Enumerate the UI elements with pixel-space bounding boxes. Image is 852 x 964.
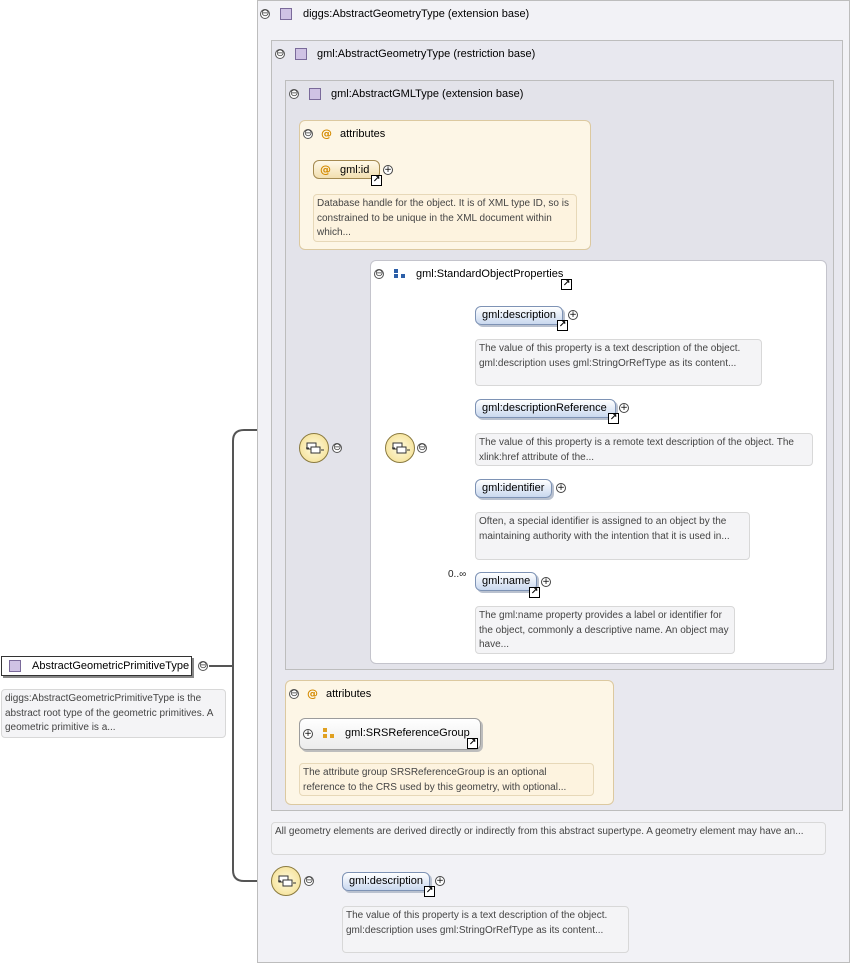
gml-id-reference-icon[interactable]: ↗ [371, 175, 382, 186]
doc-text: The attribute group SRSReferenceGroup is… [303, 767, 567, 793]
standard-group-collapse-icon[interactable]: ⊖ [374, 268, 384, 279]
gml-geometry-type-icon [295, 48, 307, 60]
description-documentation: The value of this property is a text des… [475, 339, 762, 386]
gml-id-documentation: Database handle for the object. It is of… [313, 194, 577, 242]
gml-gmltype-title: gml:AbstractGMLType (extension base) [331, 88, 524, 100]
gml-gmltype-type-icon [309, 88, 321, 100]
gml-id-name: gml:id [340, 164, 370, 176]
sequence-glyph [278, 875, 296, 887]
description-reference-ref-icon[interactable]: ↗ [608, 413, 619, 424]
sequence-glyph [306, 442, 324, 454]
gml-geometry-title: gml:AbstractGeometryType (restriction ba… [317, 48, 536, 60]
element-gml-identifier[interactable]: gml:identifier [475, 479, 552, 498]
element-name: gml:name [482, 575, 531, 587]
diggs-base-collapse-icon[interactable]: ⊖ [260, 8, 270, 19]
attribute-icon: @ [307, 687, 318, 700]
inner-sequence-collapse-icon[interactable]: ⊖ [417, 442, 427, 453]
description-reference-documentation: The value of this property is a remote t… [475, 433, 813, 466]
extension-description-documentation: The value of this property is a text des… [342, 906, 629, 953]
element-gml-description-reference[interactable]: gml:descriptionReference [475, 399, 616, 418]
srs-group-reference-icon[interactable]: ↗ [467, 738, 478, 749]
srs-group-expand-icon[interactable]: + [303, 729, 313, 739]
doc-text: Often, a special identifier is assigned … [479, 516, 730, 542]
name-reference-icon[interactable]: ↗ [529, 587, 540, 598]
gml-gmltype-collapse-icon[interactable]: ⊖ [289, 88, 299, 99]
gml-id-doc-text: Database handle for the object. It is of… [317, 198, 569, 238]
gml-id-expand-icon[interactable]: + [383, 165, 393, 175]
doc-text: The value of this property is a text des… [346, 910, 608, 936]
identifier-documentation: Often, a special identifier is assigned … [475, 512, 750, 560]
element-name: gml:identifier [482, 482, 545, 494]
element-gml-description[interactable]: gml:description [475, 306, 563, 325]
srs-group-name: gml:SRSReferenceGroup [345, 727, 470, 739]
root-type-box[interactable]: AbstractGeometricPrimitiveType [1, 656, 192, 676]
standard-group-name: gml:StandardObjectProperties [416, 268, 564, 280]
srs-group-documentation: The attribute group SRSReferenceGroup is… [299, 763, 594, 796]
element-name: gml:description [482, 309, 556, 321]
name-expand-icon[interactable]: + [541, 577, 551, 587]
description-reference-expand-icon[interactable]: + [619, 403, 629, 413]
gml-geometry-collapse-icon[interactable]: ⊖ [275, 48, 285, 59]
doc-text: The gml:name property provides a label o… [479, 610, 729, 650]
name-cardinality: 0..∞ [448, 569, 467, 580]
name-documentation: The gml:name property provides a label o… [475, 606, 735, 654]
geometry-type-documentation: All geometry elements are derived direct… [271, 822, 826, 855]
geometry-attributes-label: attributes [326, 688, 372, 700]
extension-description-expand-icon[interactable]: + [435, 876, 445, 886]
geometry-attributes-collapse-icon[interactable]: ⊖ [289, 688, 299, 699]
gml-id-attribute[interactable]: @ gml:id [313, 160, 380, 179]
sequence-glyph [392, 442, 410, 454]
srs-reference-group[interactable]: + gml:SRSReferenceGroup [299, 718, 481, 750]
attribute-icon: @ [320, 163, 331, 176]
extension-description-reference-icon[interactable]: ↗ [424, 886, 435, 897]
attribute-group-icon [323, 728, 334, 738]
group-icon [394, 269, 405, 278]
sequence-collapse-icon[interactable]: ⊖ [332, 442, 342, 453]
attribute-icon: @ [321, 127, 332, 140]
element-name: gml:descriptionReference [482, 402, 607, 414]
identifier-expand-icon[interactable]: + [556, 483, 566, 493]
inner-sequence-compositor-icon[interactable] [385, 433, 415, 463]
description-reference-icon[interactable]: ↗ [557, 320, 568, 331]
doc-text: The value of this property is a remote t… [479, 437, 794, 463]
element-name: gml:description [349, 875, 423, 887]
root-doc-text: diggs:AbstractGeometricPrimitiveType is … [5, 693, 213, 733]
extension-sequence-compositor-icon[interactable] [271, 866, 301, 896]
standard-group-reference-icon[interactable]: ↗ [561, 279, 572, 290]
root-collapse-icon[interactable]: ⊖ [198, 660, 208, 671]
gml-attributes-collapse-icon[interactable]: ⊖ [303, 128, 313, 139]
doc-text: The value of this property is a text des… [479, 343, 741, 369]
complex-type-icon [9, 660, 21, 672]
extension-element-gml-description[interactable]: gml:description [342, 872, 430, 891]
diggs-base-title: diggs:AbstractGeometryType (extension ba… [303, 8, 530, 20]
gml-attributes-label: attributes [340, 128, 386, 140]
root-type-name: AbstractGeometricPrimitiveType [32, 660, 190, 672]
diggs-base-type-icon [280, 8, 292, 20]
extension-sequence-collapse-icon[interactable]: ⊖ [304, 875, 314, 886]
root-documentation: diggs:AbstractGeometricPrimitiveType is … [1, 689, 226, 738]
description-expand-icon[interactable]: + [568, 310, 578, 320]
doc-text: All geometry elements are derived direct… [275, 826, 804, 837]
element-gml-name[interactable]: gml:name [475, 572, 537, 591]
sequence-compositor-icon[interactable] [299, 433, 329, 463]
